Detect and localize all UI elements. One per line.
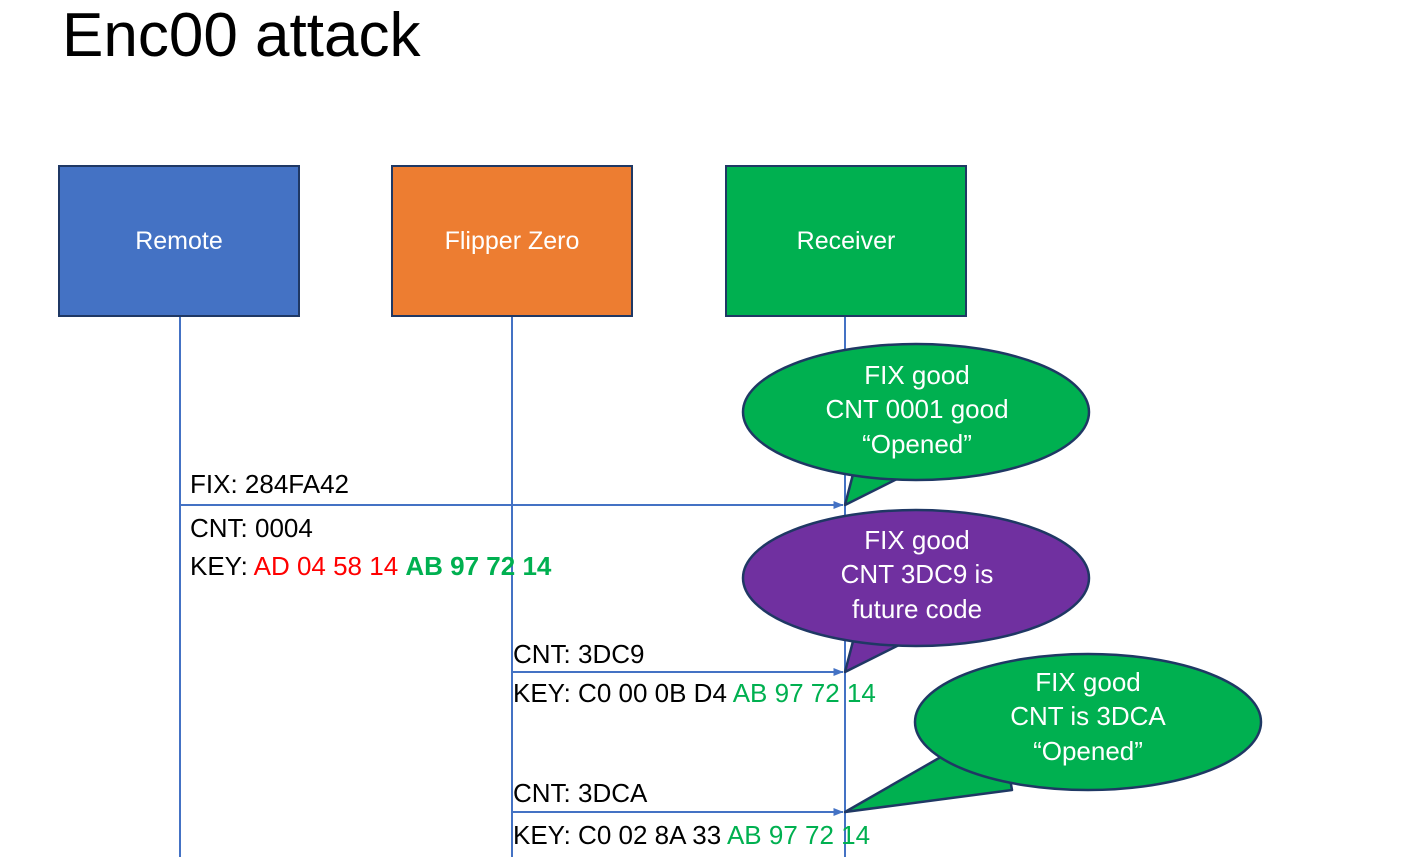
actor-label-receiver: Receiver <box>796 227 896 255</box>
speech-bubble-2 <box>741 508 1091 674</box>
speech-bubble-2-text: FIX good CNT 3DC9 is future code <box>762 523 1072 626</box>
actor-label-remote: Remote <box>135 227 223 255</box>
speech-bubble-3-line-1: FIX good <box>1035 667 1141 697</box>
speech-bubble-2-line-3: future code <box>851 593 983 624</box>
message-3-key-prefix: KEY: C0 02 8A 33 <box>513 820 727 850</box>
message-2-key-label: KEY: C0 00 0B D4 AB 97 72 14 <box>513 678 876 709</box>
message-3-cnt-label: CNT: 3DCA <box>513 778 648 808</box>
speech-bubble-3-text: FIX good CNT is 3DCA “Opened” <box>938 665 1238 768</box>
message-3-key-label: KEY: C0 02 8A 33 AB 97 72 14 <box>513 820 870 851</box>
message-1-key-green-bytes: AB 97 72 14 <box>405 551 552 581</box>
speech-bubble-3-line-2: CNT is 3DCA <box>1010 701 1166 732</box>
message-1-key-red-bytes: AD 04 58 14 <box>253 551 406 581</box>
actor-box-remote[interactable]: Remote <box>58 165 300 317</box>
speech-bubble-3-line-3: “Opened” <box>1033 735 1143 766</box>
actor-box-receiver[interactable]: Receiver <box>725 165 967 317</box>
page-title: Enc00 attack <box>62 1 421 70</box>
speech-bubble-2-line-2: CNT 3DC9 is <box>840 559 994 590</box>
speech-bubble-1-text: FIX good CNT 0001 good “Opened” <box>762 358 1072 461</box>
speech-bubble-1 <box>741 342 1091 507</box>
message-2-cnt-label: CNT: 3DC9 <box>513 639 645 669</box>
actor-label-flipper: Flipper Zero <box>444 227 580 255</box>
message-2-key-green-bytes: AB 97 72 14 <box>732 678 876 708</box>
message-1-cnt-label: CNT: 0004 <box>190 513 313 543</box>
actor-box-flipper[interactable]: Flipper Zero <box>391 165 633 317</box>
message-1-key-prefix: KEY: <box>190 551 254 581</box>
message-1-key-label: KEY: AD 04 58 14 AB 97 72 14 <box>190 551 551 582</box>
speech-bubble-1-line-3: “Opened” <box>862 428 972 459</box>
speech-bubble-1-line-2: CNT 0001 good <box>825 394 1009 425</box>
message-1-fix-label: FIX: 284FA42 <box>190 469 349 499</box>
speech-bubble-3 <box>843 652 1263 814</box>
speech-bubble-1-line-1: FIX good <box>864 360 970 390</box>
speech-bubble-2-line-1: FIX good <box>864 525 970 555</box>
message-3-key-green-bytes: AB 97 72 14 <box>726 820 871 850</box>
message-2-key-prefix: KEY: C0 00 0B D4 <box>513 678 733 708</box>
